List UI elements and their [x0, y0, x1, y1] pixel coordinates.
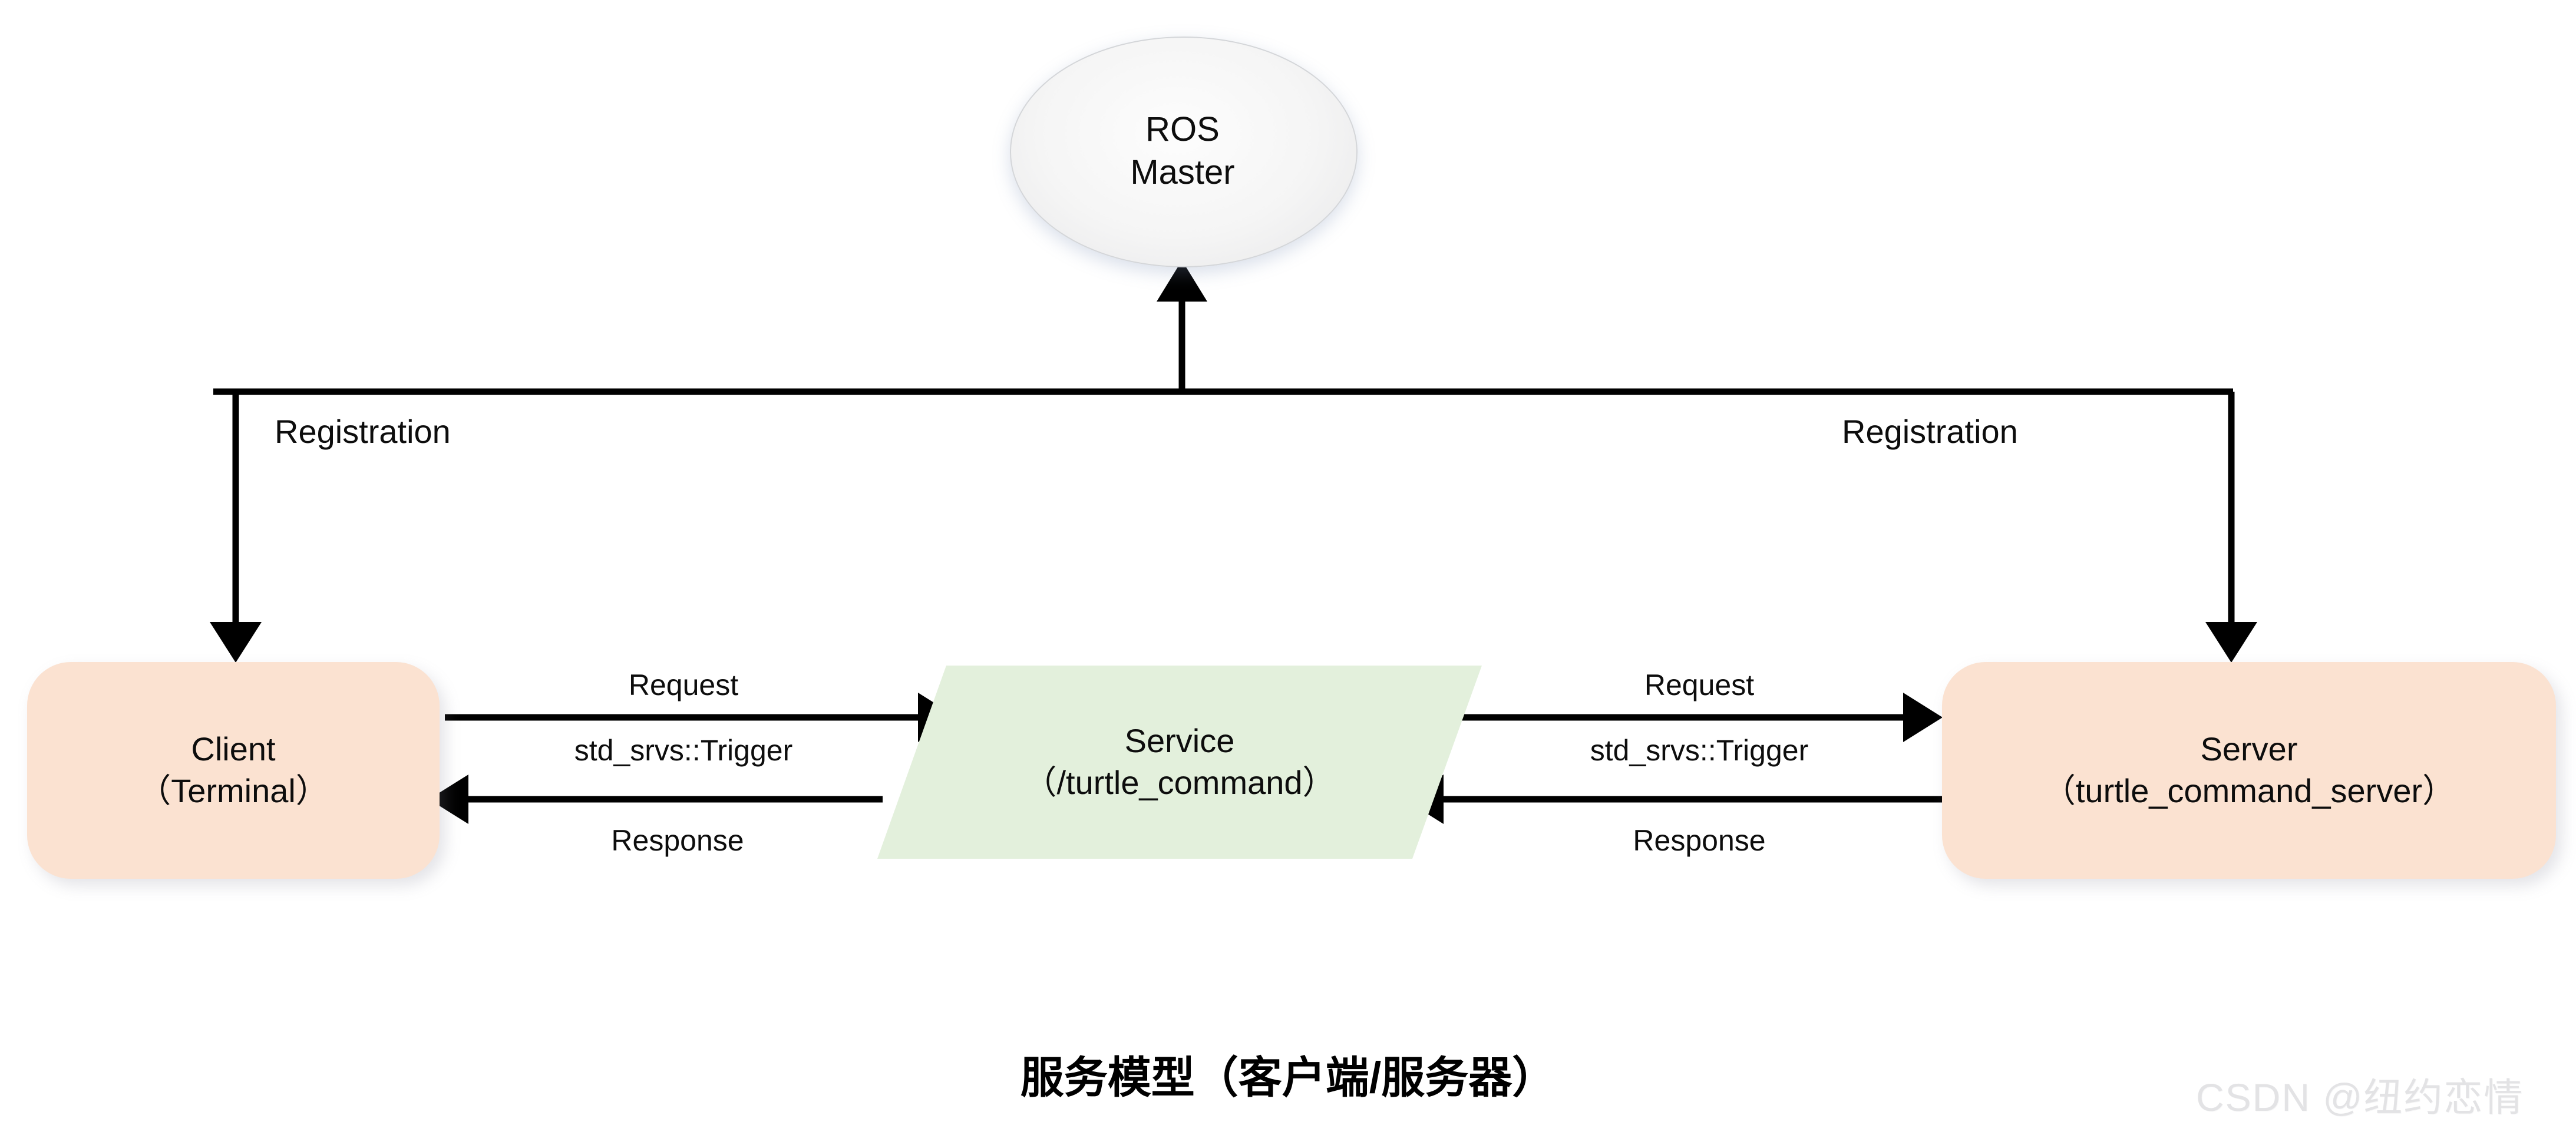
client-registration-arrowhead: [210, 622, 262, 663]
client-response-arrowhead: [429, 775, 468, 824]
node-ros-master[interactable]: [1010, 37, 1358, 267]
master-uplink-arrowhead: [1157, 260, 1207, 302]
csdn-watermark: CSDN @纽约恋情: [2196, 1075, 2524, 1119]
node-server[interactable]: [1942, 662, 2556, 879]
server-response-arrowhead: [1404, 775, 1444, 824]
server-request-arrowhead: [1903, 693, 1943, 742]
client-request-arrowhead: [918, 693, 957, 742]
diagram-caption: 服务模型（客户端/服务器）: [1020, 1053, 1556, 1102]
server-registration-arrowhead: [2205, 622, 2257, 663]
node-client[interactable]: [27, 662, 440, 879]
